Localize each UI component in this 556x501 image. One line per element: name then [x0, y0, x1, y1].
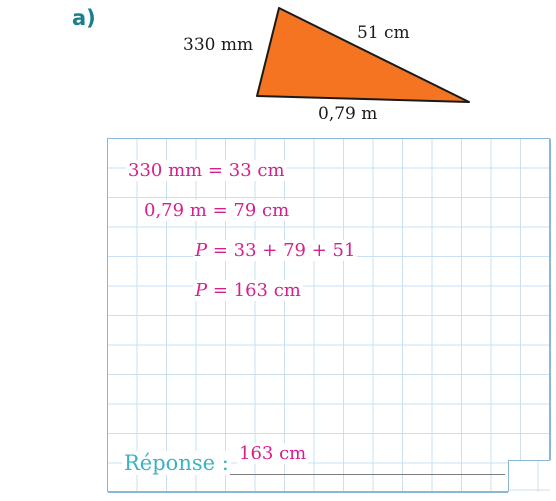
work-line-3: P = 33 + 79 + 51 — [193, 240, 358, 261]
triangle-figure — [256, 7, 470, 103]
perimeter-variable: P — [195, 280, 208, 301]
side-bottom-label: 0,79 m — [318, 104, 378, 124]
grid-answer-area — [107, 138, 550, 492]
side-left-label: 330 mm — [183, 35, 254, 55]
work-line-2: 0,79 m = 79 cm — [142, 200, 292, 221]
work-line-1: 330 mm = 33 cm — [126, 160, 287, 181]
answer-label: Réponse : — [122, 451, 231, 475]
grid-corner-piece — [508, 460, 550, 492]
part-label: a) — [72, 6, 96, 30]
work-line-4-expression: = 163 cm — [207, 280, 301, 301]
answer-value: 163 cm — [237, 443, 309, 464]
perimeter-variable: P — [195, 240, 208, 261]
work-line-4: P = 163 cm — [193, 280, 303, 301]
side-right-label: 51 cm — [357, 23, 410, 43]
triangle-shape — [256, 7, 470, 103]
work-line-3-expression: = 33 + 79 + 51 — [207, 240, 356, 261]
answer-line — [230, 474, 505, 475]
